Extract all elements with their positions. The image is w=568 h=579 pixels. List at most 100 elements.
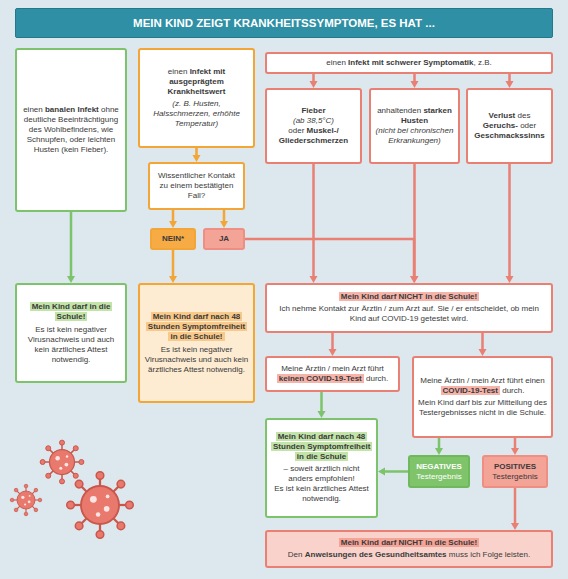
arrow-head: [169, 221, 177, 228]
arrow-head: [193, 155, 201, 162]
spacer: [21, 322, 121, 325]
connector: [193, 148, 201, 162]
connector: [435, 438, 443, 455]
node-label: muss ich Folge leisten.: [449, 550, 530, 559]
node-label: Testergebnis: [492, 472, 537, 481]
symptom-header: einen Infekt mit schwerer Symptomatik, z…: [265, 52, 553, 74]
node-text: POSITIVESTestergebnis: [488, 462, 542, 482]
result-tag: POSITIVESTestergebnis: [482, 455, 548, 488]
node-label: (ab 38,5°C): [293, 116, 334, 125]
node-label: Wissentlicher Kontakt zu einem bestätigt…: [158, 171, 235, 200]
connector-line: [320, 392, 323, 413]
node-text: Mein Kind darf NICHT in die Schule!Ich n…: [271, 292, 547, 324]
arrow-head: [329, 349, 337, 356]
connector: [318, 392, 326, 418]
connector-line: [331, 333, 334, 351]
spacer: [144, 342, 249, 345]
node-text: Mein Kind darf nach 48 Stunden Symptomfr…: [271, 432, 372, 504]
connector-line: [508, 164, 511, 278]
answer-tag: JA: [203, 228, 245, 250]
answer-tag: NEIN*: [150, 228, 196, 250]
title-text: MEIN KIND ZEIGT KRANKHEITSSYMPTOME, ES H…: [133, 17, 435, 29]
connector: [411, 74, 419, 88]
connector-line: [172, 250, 175, 278]
connector: [506, 74, 514, 88]
node-label: POSITIVES: [494, 462, 536, 471]
connector: [220, 210, 228, 228]
node-label: durch.: [366, 374, 388, 383]
spacer: [271, 302, 547, 304]
process-box: Meine Ärztin / mein Arzt führt einen COV…: [412, 356, 553, 438]
connector-line: [312, 74, 315, 83]
node-text: anhaltenden starken Husten(nicht bei chr…: [375, 106, 454, 146]
connector: [329, 333, 337, 356]
node-label: Infekt mit schwerer Symptomatik: [348, 58, 473, 67]
arrow-head: [411, 81, 419, 88]
node-text: Mein Kind darf nach 48 Stunden Symptomfr…: [144, 312, 249, 375]
node-text: Verlust des Geruchs- oder Geschmackssinn…: [472, 111, 547, 141]
node-text: JA: [209, 234, 239, 244]
node-label: NEGATIVES: [416, 462, 462, 471]
connector: [245, 239, 418, 283]
connector-line: [514, 438, 517, 450]
arrow-head: [511, 448, 519, 455]
virus-illustration: [10, 484, 42, 516]
arrow-head: [169, 276, 177, 283]
highlight-text: Mein Kind darf in die Schule!: [30, 302, 113, 321]
node-label: NEIN*: [162, 234, 184, 243]
connector: [479, 333, 487, 356]
node-label: Meine Ärztin / mein Arzt führt einen: [420, 376, 545, 385]
arrow-head: [220, 221, 228, 228]
node-label: oder: [520, 121, 536, 130]
connector-line: [413, 74, 416, 83]
node-label: Ich nehme Kontakt zur Ärztin / zum Arzt …: [279, 304, 539, 323]
node-label: oder: [288, 126, 304, 135]
node-text: NEIN*: [156, 234, 190, 244]
arrow-head: [506, 276, 514, 283]
node-text: Mein Kind darf NICHT in die Schule!Den A…: [271, 538, 547, 560]
highlight-text: keinen COVID-19-Test: [277, 374, 364, 383]
outcome-box: Mein Kind darf NICHT in die Schule!Den A…: [265, 530, 553, 568]
node-label: Es ist kein ärztliches Attest notwendig.: [274, 484, 369, 503]
node-label: , z.B.: [473, 58, 491, 67]
connector-line: [223, 210, 226, 223]
connector-line: [312, 164, 315, 278]
highlight-text: Mein Kind darf nach 48 Stunden Symptomfr…: [271, 432, 372, 461]
node-label: Verlust: [489, 111, 516, 120]
arrow-head: [378, 468, 385, 476]
arrow-head: [411, 276, 419, 283]
node-text: einen Infekt mit schwerer Symptomatik, z…: [271, 58, 547, 68]
connector: [310, 74, 318, 88]
outcome-box: Mein Kind darf NICHT in die Schule!Ich n…: [265, 283, 553, 333]
process-box: Meine Ärztin / mein Arzt führt keinen CO…: [265, 356, 400, 392]
connector: [67, 212, 75, 283]
node-text: NEGATIVESTestergebnis: [414, 462, 464, 482]
node-label: Den: [288, 550, 303, 559]
connector-line: [514, 488, 517, 525]
result-tag: NEGATIVESTestergebnis: [408, 455, 470, 488]
decision-box: Wissentlicher Kontakt zu einem bestätigt…: [148, 162, 245, 210]
node-label: anhaltenden: [377, 106, 421, 115]
highlight-text: COVID-19-Test: [441, 386, 500, 395]
node-text: einen banalen Infekt ohne deutliche Beei…: [21, 105, 121, 155]
node-text: Fieber(ab 38,5°C)oder Muskel-/ Gliedersc…: [271, 106, 356, 146]
virus-illustration: [67, 472, 134, 539]
virus-illustration: [40, 440, 84, 484]
node-label: durch.: [502, 386, 524, 395]
highlight-text: Mein Kind darf NICHT in die Schule!: [339, 538, 479, 547]
arrow-head: [479, 349, 487, 356]
connector-line: [245, 239, 414, 278]
arrow-head: [67, 276, 75, 283]
node-label: Testergebnis: [416, 472, 461, 481]
connector: [169, 250, 177, 283]
highlight-text: Mein Kind darf nach 48 Stunden Symptomfr…: [146, 312, 247, 341]
node-label: einen: [168, 67, 188, 76]
connector-line: [383, 470, 408, 473]
outcome-box: Mein Kind darf nach 48 Stunden Symptomfr…: [265, 418, 378, 518]
connector-line: [413, 164, 416, 278]
node-label: (nicht bei chronischen Erkrankungen): [376, 126, 454, 145]
node-text: einen Infekt mit ausgeprägtem Krankheits…: [144, 67, 249, 129]
title-band: MEIN KIND ZEIGT KRANKHEITSSYMPTOME, ES H…: [15, 8, 553, 38]
node-label: JA: [219, 234, 229, 243]
node-label: einen: [326, 58, 346, 67]
